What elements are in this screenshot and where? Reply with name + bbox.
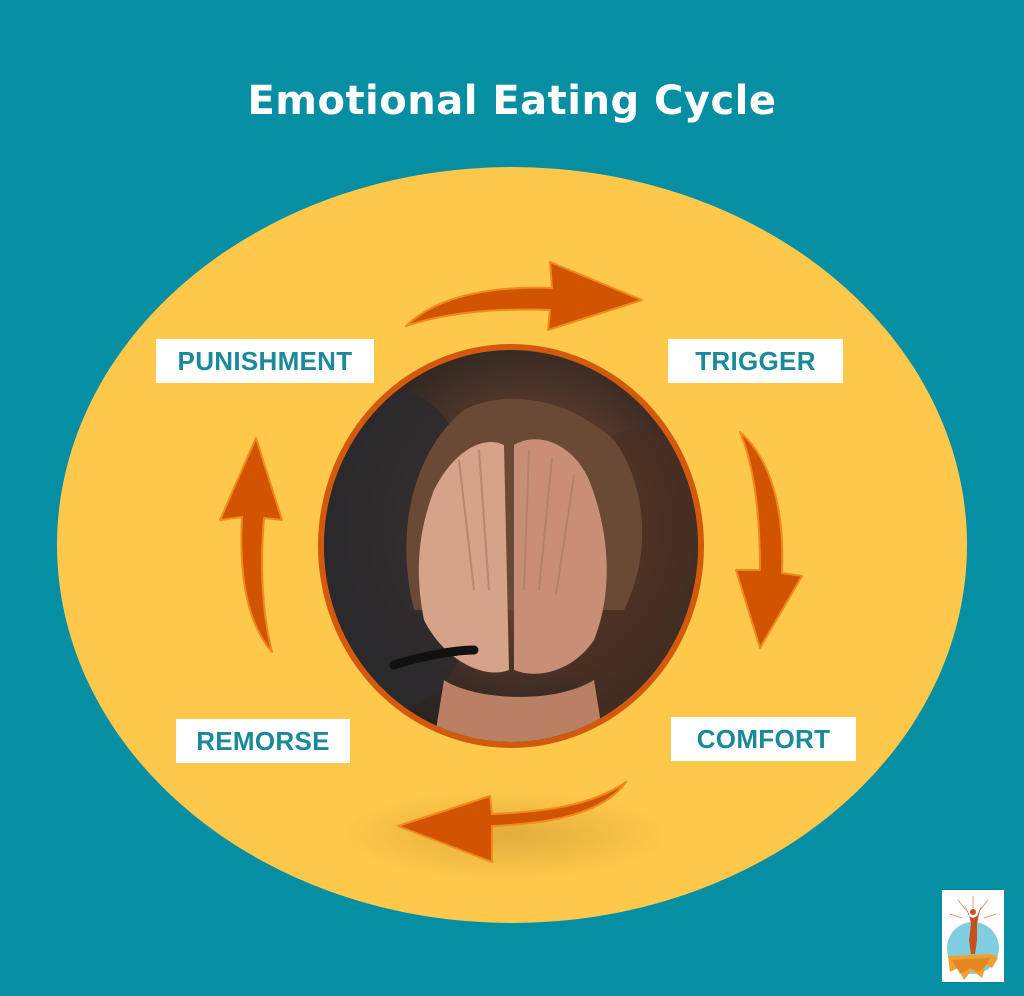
stage-label-punishment: PUNISHMENT <box>156 339 374 383</box>
stage-label-comfort: COMFORT <box>671 717 856 761</box>
diagram-title: Emotional Eating Cycle <box>247 78 777 124</box>
stage-label-trigger: TRIGGER <box>668 339 843 383</box>
brand-logo <box>942 890 1004 982</box>
arrow-down-icon <box>730 428 810 653</box>
arrow-shadow <box>340 790 670 880</box>
arrow-up-icon <box>214 432 284 657</box>
center-photo-person-covering-face <box>318 344 704 748</box>
arrow-left-icon <box>392 776 632 866</box>
stage-label-remorse: REMORSE <box>176 719 350 763</box>
arrow-right-icon <box>400 258 650 333</box>
